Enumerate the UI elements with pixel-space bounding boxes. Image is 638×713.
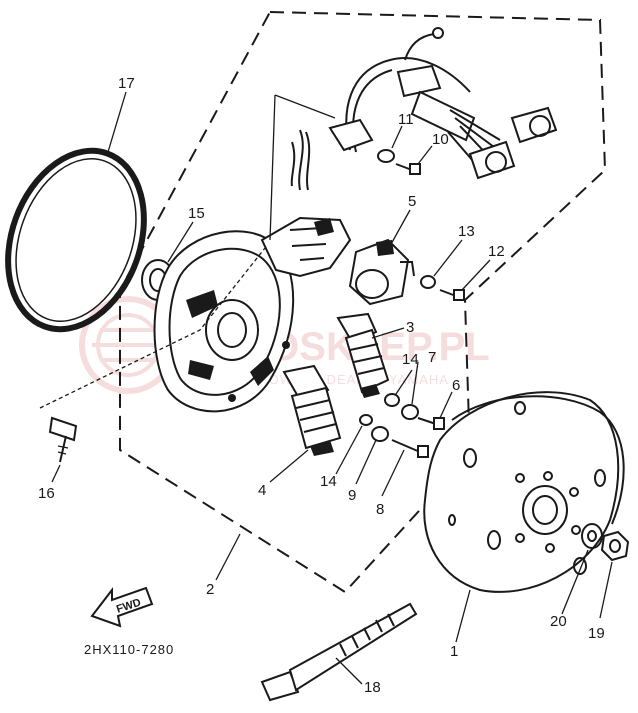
cable-band bbox=[260, 602, 418, 702]
part-label-19: 19 bbox=[588, 625, 605, 642]
leader-10 bbox=[417, 145, 433, 165]
leader-7 bbox=[411, 361, 419, 405]
pickup-coil bbox=[348, 238, 415, 306]
washer-13 bbox=[420, 275, 436, 289]
stator-base-plate bbox=[153, 216, 352, 413]
leader-20 bbox=[561, 549, 589, 615]
leader-1 bbox=[455, 589, 471, 643]
part-label-10: 10 bbox=[432, 131, 449, 148]
part-label-1: 1 bbox=[450, 643, 458, 660]
screw-10 bbox=[395, 163, 421, 175]
lighting-coil bbox=[336, 312, 390, 398]
leader-13 bbox=[433, 239, 463, 277]
part-label-15: 15 bbox=[188, 205, 205, 222]
source-coil bbox=[282, 364, 342, 456]
part-label-2: 2 bbox=[206, 581, 214, 598]
leader-17 bbox=[107, 91, 127, 153]
washer-7 bbox=[401, 404, 419, 420]
screw-6 bbox=[417, 417, 445, 430]
screw-12 bbox=[439, 289, 465, 301]
leader-14b bbox=[335, 425, 363, 475]
part-label-16: 16 bbox=[38, 485, 55, 502]
part-label-9: 9 bbox=[348, 487, 356, 504]
washer-9 bbox=[371, 426, 389, 442]
washer-14a bbox=[384, 393, 400, 407]
part-label-3: 3 bbox=[406, 319, 414, 336]
leader-8 bbox=[381, 449, 405, 497]
part-label-14a: 14 bbox=[402, 351, 419, 368]
part-label-6: 6 bbox=[452, 377, 460, 394]
leader-15 bbox=[167, 221, 194, 263]
leader-19 bbox=[599, 561, 613, 619]
part-label-7: 7 bbox=[428, 349, 436, 366]
leader-4 bbox=[269, 449, 309, 483]
washer-14b bbox=[359, 414, 373, 426]
flywheel-rotor bbox=[423, 391, 625, 593]
leader-9 bbox=[355, 439, 377, 485]
wire-harness bbox=[345, 27, 558, 180]
part-label-18: 18 bbox=[364, 679, 381, 696]
washer-20 bbox=[581, 523, 603, 549]
wire-clamp bbox=[290, 118, 374, 191]
leader-11 bbox=[391, 125, 403, 149]
part-label-12: 12 bbox=[488, 243, 505, 260]
o-ring bbox=[5, 147, 147, 333]
part-label-13: 13 bbox=[458, 223, 475, 240]
leader-harness bbox=[269, 94, 336, 241]
leader-16-dashed bbox=[39, 247, 266, 409]
part-label-14b: 14 bbox=[320, 473, 337, 490]
diagram-code: 2HX110-7280 bbox=[84, 642, 174, 657]
leader-2 bbox=[215, 533, 241, 581]
leader-16 bbox=[51, 464, 61, 483]
screw-16 bbox=[48, 416, 78, 463]
fwd-arrow-icon: FWD bbox=[90, 586, 154, 628]
part-label-17: 17 bbox=[118, 75, 135, 92]
part-label-8: 8 bbox=[376, 501, 384, 518]
leader-6 bbox=[439, 391, 453, 419]
leader-3 bbox=[371, 327, 405, 339]
washer-11 bbox=[377, 149, 395, 163]
leader-5 bbox=[389, 209, 411, 247]
screw-8 bbox=[391, 439, 429, 458]
part-label-20: 20 bbox=[550, 613, 567, 630]
part-label-11: 11 bbox=[398, 111, 414, 128]
leader-18 bbox=[335, 657, 363, 685]
leader-12 bbox=[461, 259, 491, 291]
part-label-5: 5 bbox=[408, 193, 416, 210]
part-label-4: 4 bbox=[258, 482, 266, 499]
nut-19 bbox=[600, 530, 630, 562]
leader-14a bbox=[395, 369, 413, 395]
